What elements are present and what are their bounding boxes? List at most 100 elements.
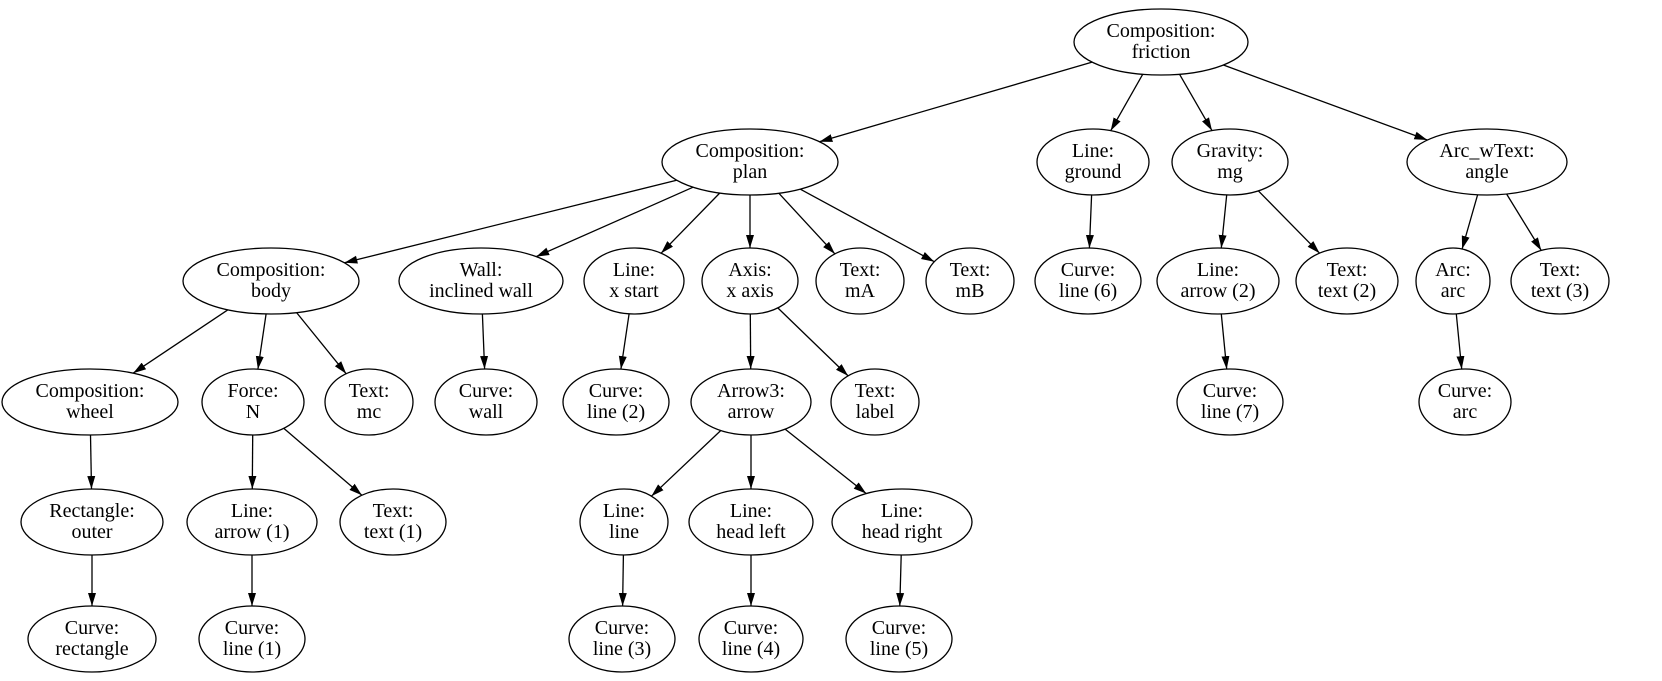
edge-plan-to-mB [799,188,935,263]
node-label-line2-line4: line (4) [722,638,780,660]
node-mB: Text:mB [925,247,1015,315]
edge-friction-to-plan [819,61,1093,143]
node-label-line1-text1: Text: [373,500,414,522]
node-x-start: Line:x start [583,247,685,315]
edge-arrow2-to-line7 [1220,313,1230,370]
node-curve-arc: Curve:arc [1418,368,1512,436]
node-ellipse-line3 [568,605,676,673]
node-label-line1-label: Text: [855,380,896,402]
node-label-line2-mc: mc [357,401,382,423]
node-label-line2-line-node: line [609,521,639,543]
node-inclined-wall: Wall:inclined wall [398,247,564,315]
node-label-line1-plan: Composition: [696,140,805,162]
node-ellipse-wheel [1,368,179,436]
node-mA: Text:mA [815,247,905,315]
node-label-line2-N: N [246,401,260,423]
node-label-line2-line2: line (2) [587,401,645,423]
node-arc: Arc:arc [1415,247,1491,315]
node-ellipse-inclined-wall [398,247,564,315]
node-label-arrow1: Line:arrow (1) [215,500,290,543]
node-label-mg: Gravity:mg [1197,140,1264,183]
node-label-line1-line7: Curve: [1203,380,1257,402]
node-label-line2-head-left: head left [716,521,786,543]
edge-plan-to-x-start [660,192,721,254]
node-mg: Gravity:mg [1171,128,1289,196]
node-label-line2-text1: text (1) [364,521,422,543]
edge-inclined-wall-to-curve-wall [480,313,489,370]
node-label-line1-head-left: Line: [730,500,772,522]
node-label-x-axis: Axis:x axis [726,259,773,302]
node-ellipse-head-left [688,488,814,556]
node-ellipse-curve-arc [1418,368,1512,436]
node-ellipse-line2 [562,368,670,436]
node-ellipse-curve-wall [434,368,538,436]
node-line-node: Line:line [579,488,669,556]
node-head-left: Line:head left [688,488,814,556]
node-label-friction: Composition:friction [1107,20,1216,63]
node-curve-wall: Curve:wall [434,368,538,436]
node-ellipse-label [830,368,920,436]
node-label-wheel: Composition:wheel [36,380,145,423]
node-label-line1-text3: Text: [1540,259,1581,281]
node-label-line1-line3: Curve: [595,617,649,639]
node-label-line1-line6: Curve: [1061,259,1115,281]
node-ellipse-arc [1415,247,1491,315]
node-label-line2-line7: line (7) [1201,401,1259,423]
node-ellipse-ground [1036,128,1150,196]
node-plan: Composition:plan [661,128,839,196]
node-ellipse-curve-rect [27,605,157,673]
edge-arrow3-to-head-right [784,428,867,495]
node-label-text3: Text:text (3) [1531,259,1589,302]
node-line5: Curve:line (5) [845,605,953,673]
node-line3: Curve:line (3) [568,605,676,673]
node-ellipse-plan [661,128,839,196]
node-label-arrow3: Arrow3:arrow [717,380,785,423]
node-ellipse-text1 [339,488,447,556]
node-label-line2-line5: line (5) [870,638,928,660]
node-body: Composition:body [182,247,360,315]
node-label-line1-arrow3: Arrow3: [717,380,785,402]
node-label-mA: Text:mA [840,259,881,302]
edge-friction-to-ground [1110,73,1144,132]
edge-N-to-text1 [283,427,363,496]
node-label-line1-line5: Curve: [872,617,926,639]
node-label-line1-line1: Curve: [225,617,279,639]
edge-angle-to-text3 [1506,193,1542,251]
node-label-line2-arrow1: arrow (1) [215,521,290,543]
node-label-line1-curve-wall: Curve: [459,380,513,402]
node-ellipse-line1 [198,605,306,673]
node-label-line1-line4: Curve: [724,617,778,639]
node-ellipse-N [201,368,305,436]
node-label-line2-mA: mA [845,280,876,302]
node-outer: Rectangle:outer [20,488,164,556]
node-ellipse-mc [324,368,414,436]
node-label-line2-inclined-wall: inclined wall [429,280,533,302]
node-arrow3: Arrow3:arrow [690,368,812,436]
edge-body-to-N [255,313,267,370]
node-label-ground: Line:ground [1065,140,1122,183]
node-label-line1-line-node: Line: [603,500,645,522]
node-label-line1-mB: Text: [950,259,991,281]
edge-line-node-to-line3 [618,554,627,607]
node-head-right: Line:head right [831,488,973,556]
node-label-line2-mg: mg [1217,161,1243,183]
node-label-line1-head-right: Line: [881,500,923,522]
node-label-line2-body: body [251,280,291,302]
node-ellipse-arrow1 [186,488,318,556]
node-label-line7: Curve:line (7) [1201,380,1259,423]
node-ellipse-head-right [831,488,973,556]
node-label-line1-line2: Curve: [589,380,643,402]
node-label-line4: Curve:line (4) [722,617,780,660]
node-label-arrow2: Line:arrow (2) [1181,259,1256,302]
edge-mg-to-text2 [1257,190,1321,254]
node-label-line2-label: label [856,401,895,423]
node-text2: Text:text (2) [1295,247,1399,315]
edge-body-to-mc [296,312,347,375]
edge-friction-to-mg [1178,73,1213,131]
node-ellipse-text2 [1295,247,1399,315]
node-label-plan: Composition:plan [696,140,805,183]
node-label-inclined-wall: Wall:inclined wall [429,259,533,302]
node-label-line1-wheel: Composition: [36,380,145,402]
